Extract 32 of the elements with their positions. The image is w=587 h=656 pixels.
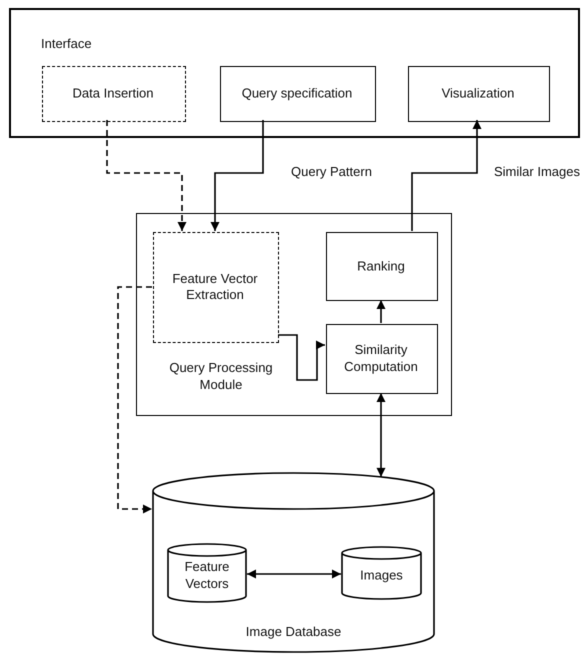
process-box <box>326 232 438 301</box>
edge-label: Similar Images <box>493 164 581 179</box>
arrow <box>376 300 386 323</box>
node-label: Interface <box>41 36 93 53</box>
node-label: Images <box>359 568 404 584</box>
process-box <box>408 66 550 122</box>
arrow <box>278 334 325 381</box>
arrow <box>117 286 152 514</box>
process-box <box>42 66 186 122</box>
database-cylinder <box>152 472 435 653</box>
database-cylinder <box>341 546 422 600</box>
interface-panel <box>9 8 580 138</box>
node-label: Query Processing Module <box>168 360 274 394</box>
node-label: Visualization <box>440 86 516 102</box>
arrow <box>106 120 186 231</box>
node-label: Image Database <box>244 624 342 641</box>
process-box <box>153 232 279 343</box>
arrow <box>210 120 264 231</box>
database-cylinder <box>167 543 247 603</box>
arrow <box>247 570 341 578</box>
node-label: Data Insertion <box>72 86 154 102</box>
node-label: Feature Vector Extraction <box>171 270 259 304</box>
module-container <box>136 213 452 416</box>
node-label: Ranking <box>356 258 406 275</box>
edge-label: Query Pattern <box>290 164 373 179</box>
node-label: Feature Vectors <box>184 559 230 593</box>
node-label: Query specification <box>240 86 354 102</box>
arrow <box>411 120 482 231</box>
process-box <box>220 66 376 122</box>
process-box <box>326 324 438 394</box>
node-label: Similarity Computation <box>343 342 419 376</box>
arrow <box>376 393 386 477</box>
